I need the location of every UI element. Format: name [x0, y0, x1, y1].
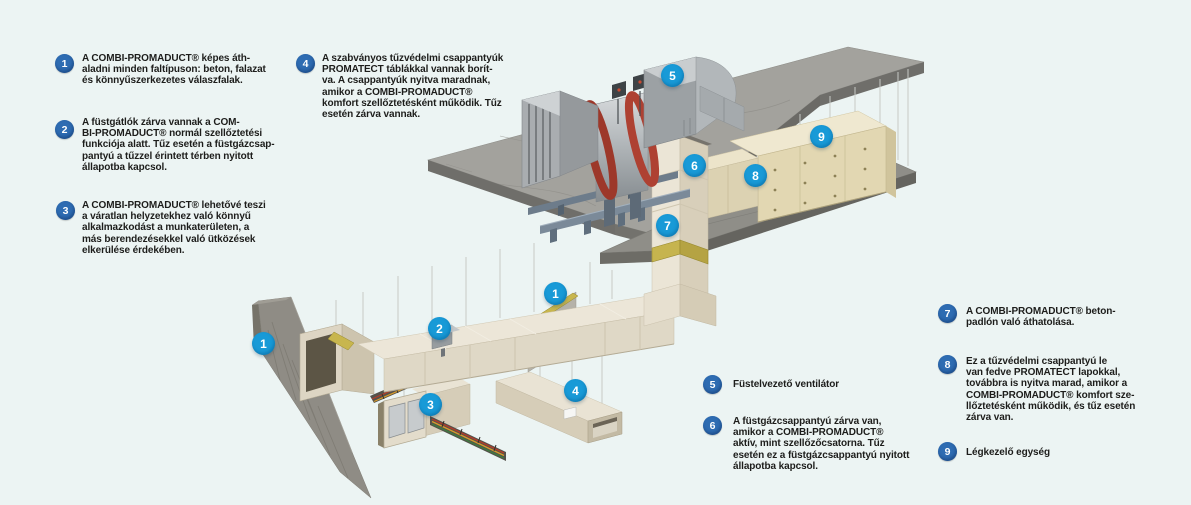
diagram-marker-4-fire-damper: 4 — [564, 379, 587, 402]
callout-4-number: 4 — [296, 54, 315, 73]
diagram-marker-1-middle-wall: 1 — [544, 282, 567, 305]
callout-1-number: 1 — [55, 54, 74, 73]
callout-6-text: A füstgázcsappantyú zárva van, amikor a … — [733, 416, 910, 472]
duct-label-tag — [563, 406, 577, 420]
callout-2-text: A füstgátlók zárva vannak a COM- BI-PROM… — [82, 117, 275, 173]
callout-5-text: Füstelvezető ventilátor — [733, 379, 840, 390]
callout-9-text: Légkezelő egység — [966, 447, 1050, 458]
diagram-marker-9-ahu: 9 — [810, 125, 833, 148]
air-handling-unit — [729, 110, 896, 223]
cable-tray-lower — [430, 416, 506, 461]
callout-3-text: A COMBI-PROMADUCT® lehetővé teszi a vára… — [82, 200, 266, 256]
callout-7-text: A COMBI-PROMADUCT® beton- padlón való át… — [966, 306, 1116, 329]
rooftop-fan-unit — [521, 56, 745, 243]
callout-6-number: 6 — [703, 416, 722, 435]
callout-5-number: 5 — [703, 375, 722, 394]
fire-collar — [651, 239, 709, 265]
diagram-marker-5-fan: 5 — [661, 64, 684, 87]
callout-8-number: 8 — [938, 355, 957, 374]
diagram-marker-8-covered-damper: 8 — [744, 164, 767, 187]
callout-3-number: 3 — [56, 201, 75, 220]
callout-4-text: A szabványos tűzvédelmi csappantyúk PROM… — [322, 53, 504, 121]
diagram-marker-7-floor-penetration: 7 — [656, 214, 679, 237]
callout-1-text: A COMBI-PROMADUCT® képes áth- aladni min… — [82, 53, 266, 87]
wall-duct-stub — [299, 323, 375, 402]
open-end-branch-duct — [495, 371, 623, 444]
callout-7-number: 7 — [938, 304, 957, 323]
diagram-marker-1-left-wall: 1 — [252, 332, 275, 355]
diagram-marker-2-smoke-damper: 2 — [428, 317, 451, 340]
fan-intake-hood — [521, 90, 599, 189]
callout-2-number: 2 — [55, 120, 74, 139]
diagram-marker-6-riser-damper: 6 — [683, 154, 706, 177]
callout-9-number: 9 — [938, 442, 957, 461]
diagram-marker-3-silencer: 3 — [419, 393, 442, 416]
callout-8-text: Ez a tűzvédelmi csappantyú le van fedve … — [966, 356, 1136, 424]
fire-collar-strip — [327, 331, 355, 351]
